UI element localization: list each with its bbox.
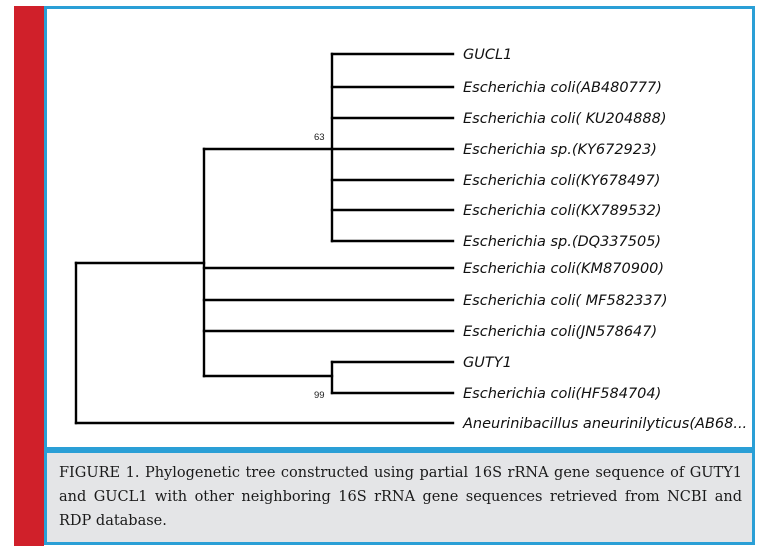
- leaf-label-ky672923: Escherichia sp.(KY672923): [463, 142, 657, 158]
- caption-text: FIGURE 1. Phylogenetic tree constructed …: [59, 465, 742, 529]
- tree-branches: [74, 52, 455, 425]
- leaf-label-hf584704: Escherichia coli(HF584704): [463, 386, 661, 402]
- leaf-label-dq337505: Escherichia sp.(DQ337505): [463, 234, 661, 250]
- figure-caption: FIGURE 1. Phylogenetic tree constructed …: [44, 450, 755, 545]
- leaf-label-km870900: Escherichia coli(KM870900): [463, 261, 664, 277]
- leaf-label-ku204888: Escherichia coli( KU204888): [463, 111, 667, 127]
- tree-canvas: 63 99 GUCL1 Escherichia coli(AB480777) E…: [74, 47, 747, 432]
- leaf-label-ab480777: Escherichia coli(AB480777): [463, 80, 662, 96]
- leaf-label-guty1: GUTY1: [463, 355, 512, 371]
- leaf-labels: GUCL1 Escherichia coli(AB480777) Escheri…: [462, 47, 747, 432]
- leaf-label-ky678497: Escherichia coli(KY678497): [463, 173, 660, 189]
- leaf-label-ab68: Aneurinibacillus aneurinilyticus(AB68...: [462, 416, 747, 432]
- bootstrap-values: 63 99: [314, 132, 325, 401]
- bootstrap-label: 99: [314, 390, 325, 401]
- leaf-label-kx789532: Escherichia coli(KX789532): [463, 203, 661, 219]
- leaf-label-gucl1: GUCL1: [463, 47, 512, 63]
- leaf-label-jn578647: Escherichia coli(JN578647): [463, 324, 657, 340]
- accent-bar: [14, 6, 44, 546]
- phylogenetic-tree-figure: 63 99 GUCL1 Escherichia coli(AB480777) E…: [44, 6, 755, 450]
- leaf-label-mf582337: Escherichia coli( MF582337): [463, 293, 668, 309]
- bootstrap-label: 63: [314, 132, 325, 143]
